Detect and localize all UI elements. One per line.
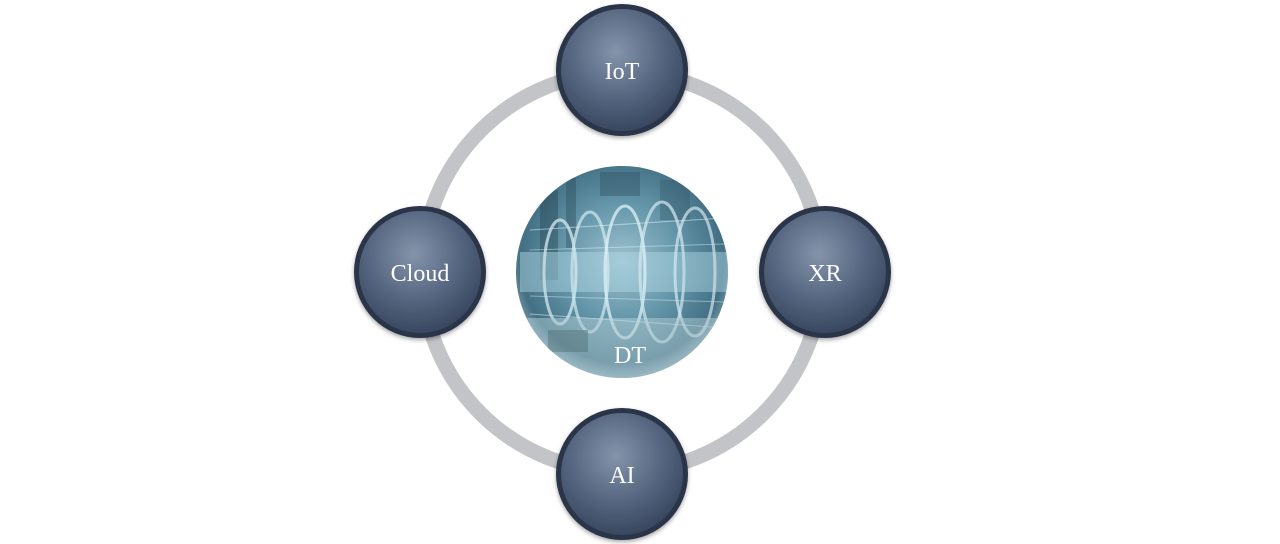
node-ai: AI xyxy=(556,408,688,540)
node-xr-label: XR xyxy=(808,261,841,287)
node-cloud: Cloud xyxy=(354,206,486,338)
node-iot: IoT xyxy=(556,4,688,136)
node-cloud-label: Cloud xyxy=(391,261,450,287)
center-label: DT xyxy=(614,343,646,369)
node-iot-label: IoT xyxy=(605,59,640,85)
center-digital-twin: DT xyxy=(516,166,728,378)
node-ai-label: AI xyxy=(609,463,634,489)
node-xr: XR xyxy=(759,206,891,338)
